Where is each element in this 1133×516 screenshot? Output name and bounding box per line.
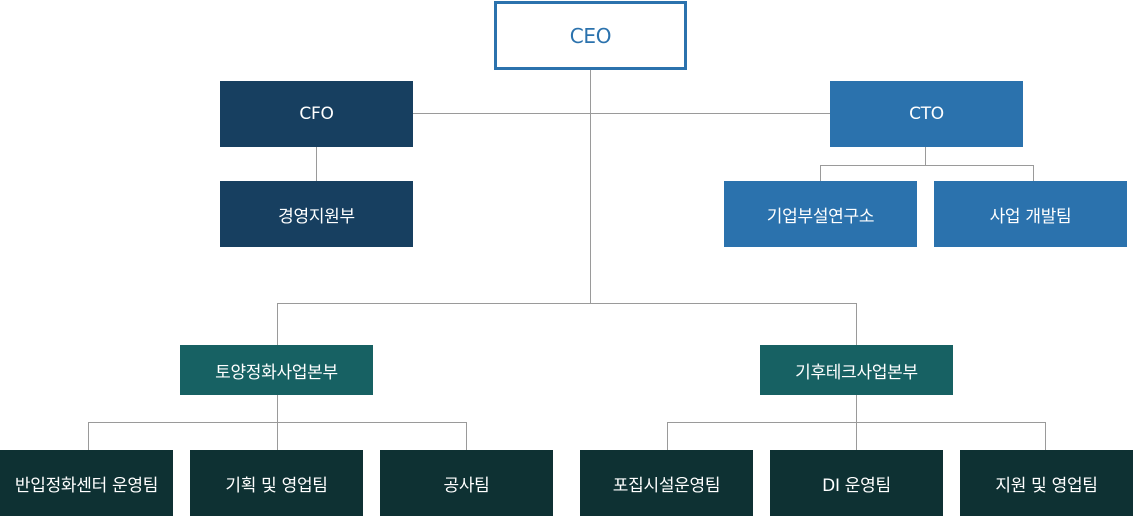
business-development-box: 사업 개발팀 [934, 181, 1127, 247]
climate-team-box: 지원 및 영업팀 [960, 450, 1133, 516]
climate-team-lines [667, 395, 1046, 450]
cto-lab-line [820, 147, 926, 181]
division-branch-line [277, 303, 857, 345]
soil-team-box: 반입정화센터 운영팀 [0, 450, 173, 516]
climate-tech-division-box: 기후테크사업본부 [760, 345, 953, 395]
management-support-box: 경영지원부 [220, 181, 413, 247]
soil-team-box: 기획 및 영업팀 [190, 450, 363, 516]
cto-bizdev-line [925, 165, 1034, 181]
climate-team-box: DI 운영팀 [770, 450, 943, 516]
soil-team-lines [88, 395, 467, 450]
cfo-box: CFO [220, 81, 413, 147]
soil-team-box: 공사팀 [380, 450, 553, 516]
cto-box: CTO [830, 81, 1023, 147]
research-lab-box: 기업부설연구소 [724, 181, 917, 247]
soil-remediation-division-box: 토양정화사업본부 [180, 345, 373, 395]
climate-team-box: 포집시설운영팀 [580, 450, 753, 516]
ceo-box: CEO [494, 1, 687, 70]
